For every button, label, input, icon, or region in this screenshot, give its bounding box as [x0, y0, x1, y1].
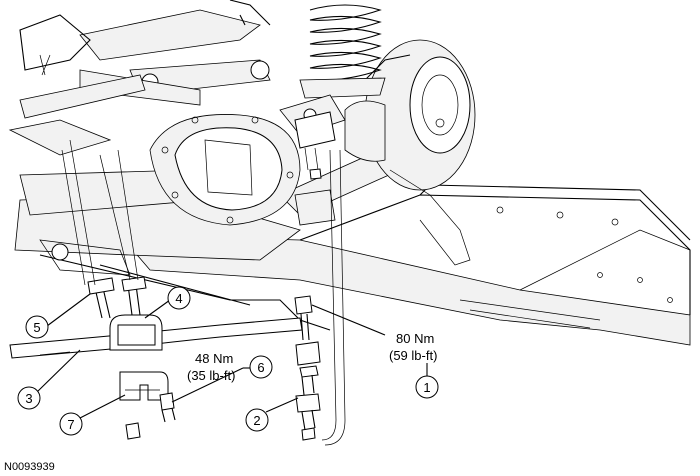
leader-3 [36, 349, 81, 393]
svg-text:3: 3 [25, 391, 32, 406]
callout-3: 3 [17, 386, 41, 410]
leader-6b [171, 367, 244, 403]
stabilizer-links [61, 139, 147, 319]
torque-spec-1: 80 Nm (59 lb-ft) [389, 331, 437, 376]
leader-1 [311, 304, 386, 336]
torque-spec-6-metric: 48 Nm [195, 351, 233, 366]
shock-absorber [294, 111, 346, 446]
brake-backing-plate [344, 39, 476, 266]
torque-spec-1-metric: 80 Nm [396, 331, 434, 346]
callout-7: 7 [59, 412, 83, 436]
leader-2 [265, 397, 299, 413]
leader-4 [144, 299, 171, 319]
callout-4: 4 [167, 286, 191, 310]
svg-text:1: 1 [423, 380, 430, 395]
torque-spec-6-imperial: (35 lb-ft) [187, 368, 235, 383]
bolts [125, 392, 176, 440]
upper-control-arms [8, 0, 346, 261]
torque-spec-1-imperial: (59 lb-ft) [389, 348, 437, 363]
callout-2: 2 [245, 408, 269, 432]
torque-spec-6: 48 Nm (35 lb-ft) [187, 351, 235, 383]
leader-7 [79, 394, 126, 419]
callout-5: 5 [25, 315, 49, 339]
coil-spring [299, 4, 386, 99]
reference-number: N0093939 [4, 461, 55, 473]
svg-text:5: 5 [33, 320, 40, 335]
callout-6: 6 [249, 355, 273, 379]
svg-text:4: 4 [175, 291, 182, 306]
svg-text:2: 2 [253, 413, 260, 428]
svg-text:6: 6 [257, 360, 264, 375]
svg-text:7: 7 [67, 417, 74, 432]
leader-lines [36, 293, 386, 419]
stabilizer-bracket [109, 314, 169, 401]
leader-5 [46, 293, 91, 327]
callout-1: 1 [415, 375, 439, 399]
